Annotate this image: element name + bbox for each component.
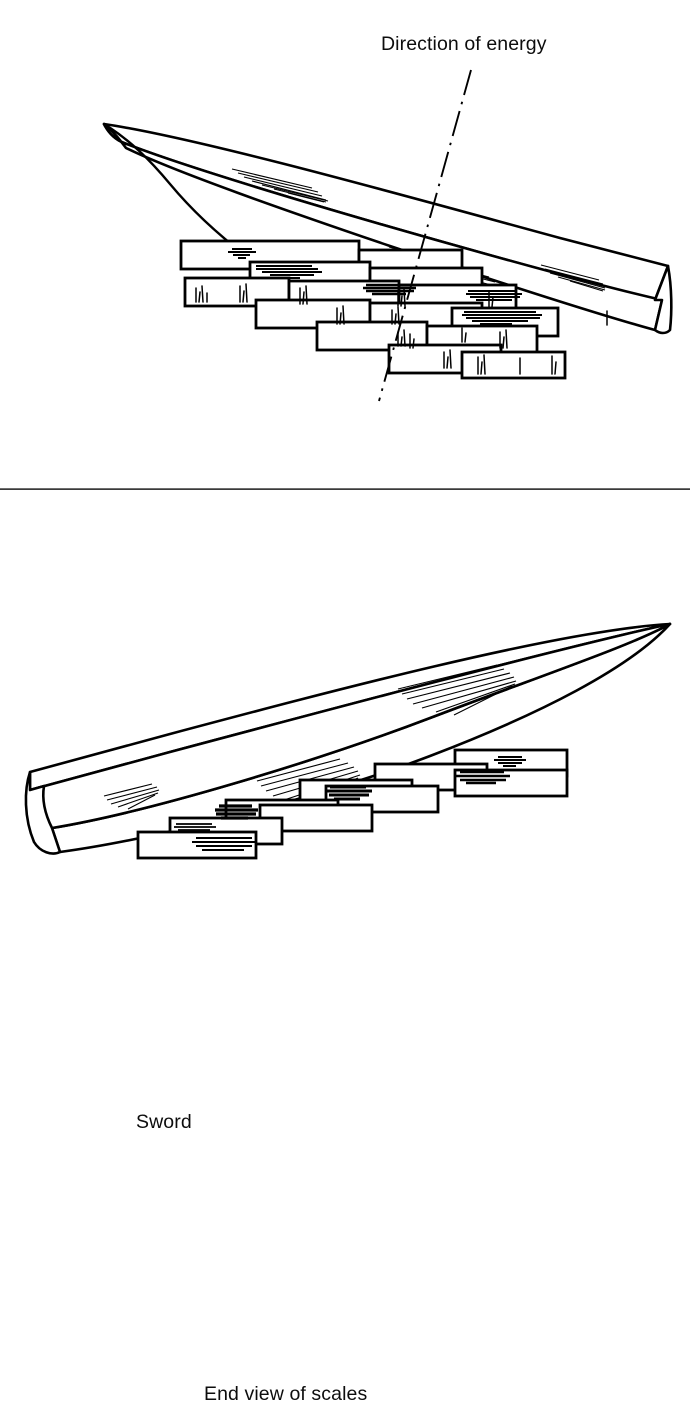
blade-hatch-upper-3 <box>540 264 606 292</box>
scale-block <box>460 350 567 380</box>
blade-butt-end-face <box>653 264 673 335</box>
blade-hatch-lower-3 <box>103 783 160 810</box>
blade-ridge-face <box>28 622 672 830</box>
direction-of-energy-axis <box>378 69 472 402</box>
lower-diagram-panel: Sword End view of scales <box>0 489 690 1404</box>
label-direction-of-energy: Direction of energy <box>381 33 547 55</box>
panel-divider-highlight <box>0 488 690 489</box>
blade-hatch-upper-1 <box>231 168 329 203</box>
sword-blade-lower <box>24 622 672 855</box>
sword-blade-upper <box>102 122 673 335</box>
blade-butt-end-face <box>24 770 62 855</box>
scale-texture-marks-upper <box>195 248 608 375</box>
scales-group-lower <box>136 748 569 860</box>
upper-diagram-svg <box>102 69 673 402</box>
blade-hatch-lower-1 <box>397 664 517 716</box>
label-sword: Sword <box>136 1111 192 1133</box>
panel-divider <box>0 488 690 490</box>
label-end-view-of-scales: End view of scales <box>204 1383 368 1405</box>
upper-diagram-panel: Direction of energy <box>0 0 690 489</box>
lower-diagram-svg <box>24 622 672 860</box>
scale-texture-marks-lower <box>174 756 526 851</box>
